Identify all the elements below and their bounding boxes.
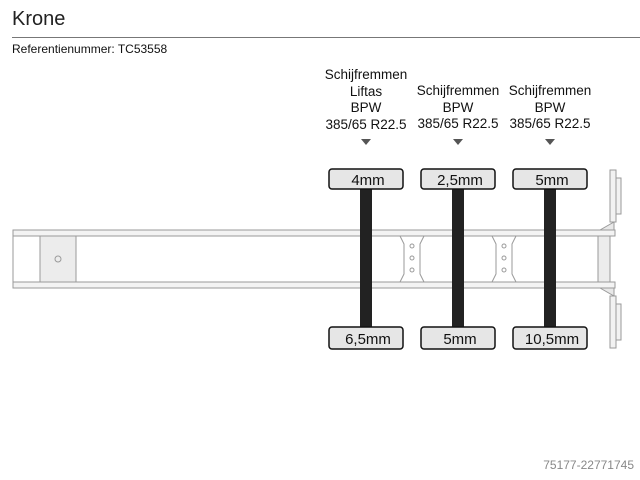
axle-1-top-tire xyxy=(328,168,404,190)
axle-1-top-tread: 4mm xyxy=(351,172,384,189)
axle-1-bottom-tread: 6,5mm xyxy=(345,331,391,348)
axle-2-bottom-tire xyxy=(420,326,496,350)
rear-light-bottom xyxy=(609,295,622,349)
axle-2-label: Schijfremmen BPW 385/65 R22.5 xyxy=(406,83,510,133)
axle-2-brake: Schijfremmen xyxy=(416,83,500,98)
axle-3: 5mm 10,5mm xyxy=(512,139,588,350)
axle-1-brand: BPW xyxy=(350,100,382,115)
axle-3-top-tire xyxy=(512,168,588,190)
axle-2-shaft xyxy=(452,189,464,327)
reference-number: Referentienummer: TC53558 xyxy=(12,42,168,56)
axle-1-shaft xyxy=(360,189,372,327)
axle-3-shaft xyxy=(544,189,556,327)
cross-member-1 xyxy=(399,235,425,283)
axle-1-marker-icon xyxy=(361,139,371,145)
axle-2-brand: BPW xyxy=(442,99,474,115)
axle-1: 4mm 6,5mm xyxy=(328,139,404,350)
axle-3-bottom-tire xyxy=(512,326,588,350)
axle-2-bottom-tread: 5mm xyxy=(443,331,476,348)
listing-id: 75177-22771745 xyxy=(543,458,634,472)
axle-3-brake: Schijfremmen xyxy=(508,83,592,98)
axle-3-marker-icon xyxy=(545,139,555,145)
page-title: Krone xyxy=(12,8,66,30)
axle-3-top-tread: 5mm xyxy=(535,172,568,189)
axle-1-brake: Schijfremmen xyxy=(324,67,408,82)
axle-1-lift: Liftas xyxy=(349,83,383,99)
axle-2-tire-size: 385/65 R22.5 xyxy=(417,116,499,131)
axle-1-tire-size: 385/65 R22.5 xyxy=(325,116,407,132)
axle-3-bottom-tread: 10,5mm xyxy=(525,331,579,348)
axle-2-marker-icon xyxy=(453,139,463,145)
cross-member-2 xyxy=(491,235,517,283)
axle-3-tire-size: 385/65 R22.5 xyxy=(509,116,591,131)
axle-1-label: Schijfremmen Liftas BPW 385/65 R22.5 xyxy=(314,67,418,133)
axle-2-top-tread: 2,5mm xyxy=(437,172,483,189)
axle-3-brand: BPW xyxy=(534,99,566,115)
rear-light-top xyxy=(609,169,622,223)
axle-2: 2,5mm 5mm xyxy=(420,139,496,350)
chassis-frame xyxy=(12,221,616,297)
axle-3-label: Schijfremmen BPW 385/65 R22.5 xyxy=(498,83,602,133)
axle-1-bottom-tire xyxy=(328,326,404,350)
axle-2-top-tire xyxy=(420,168,496,190)
title-divider xyxy=(12,37,640,38)
